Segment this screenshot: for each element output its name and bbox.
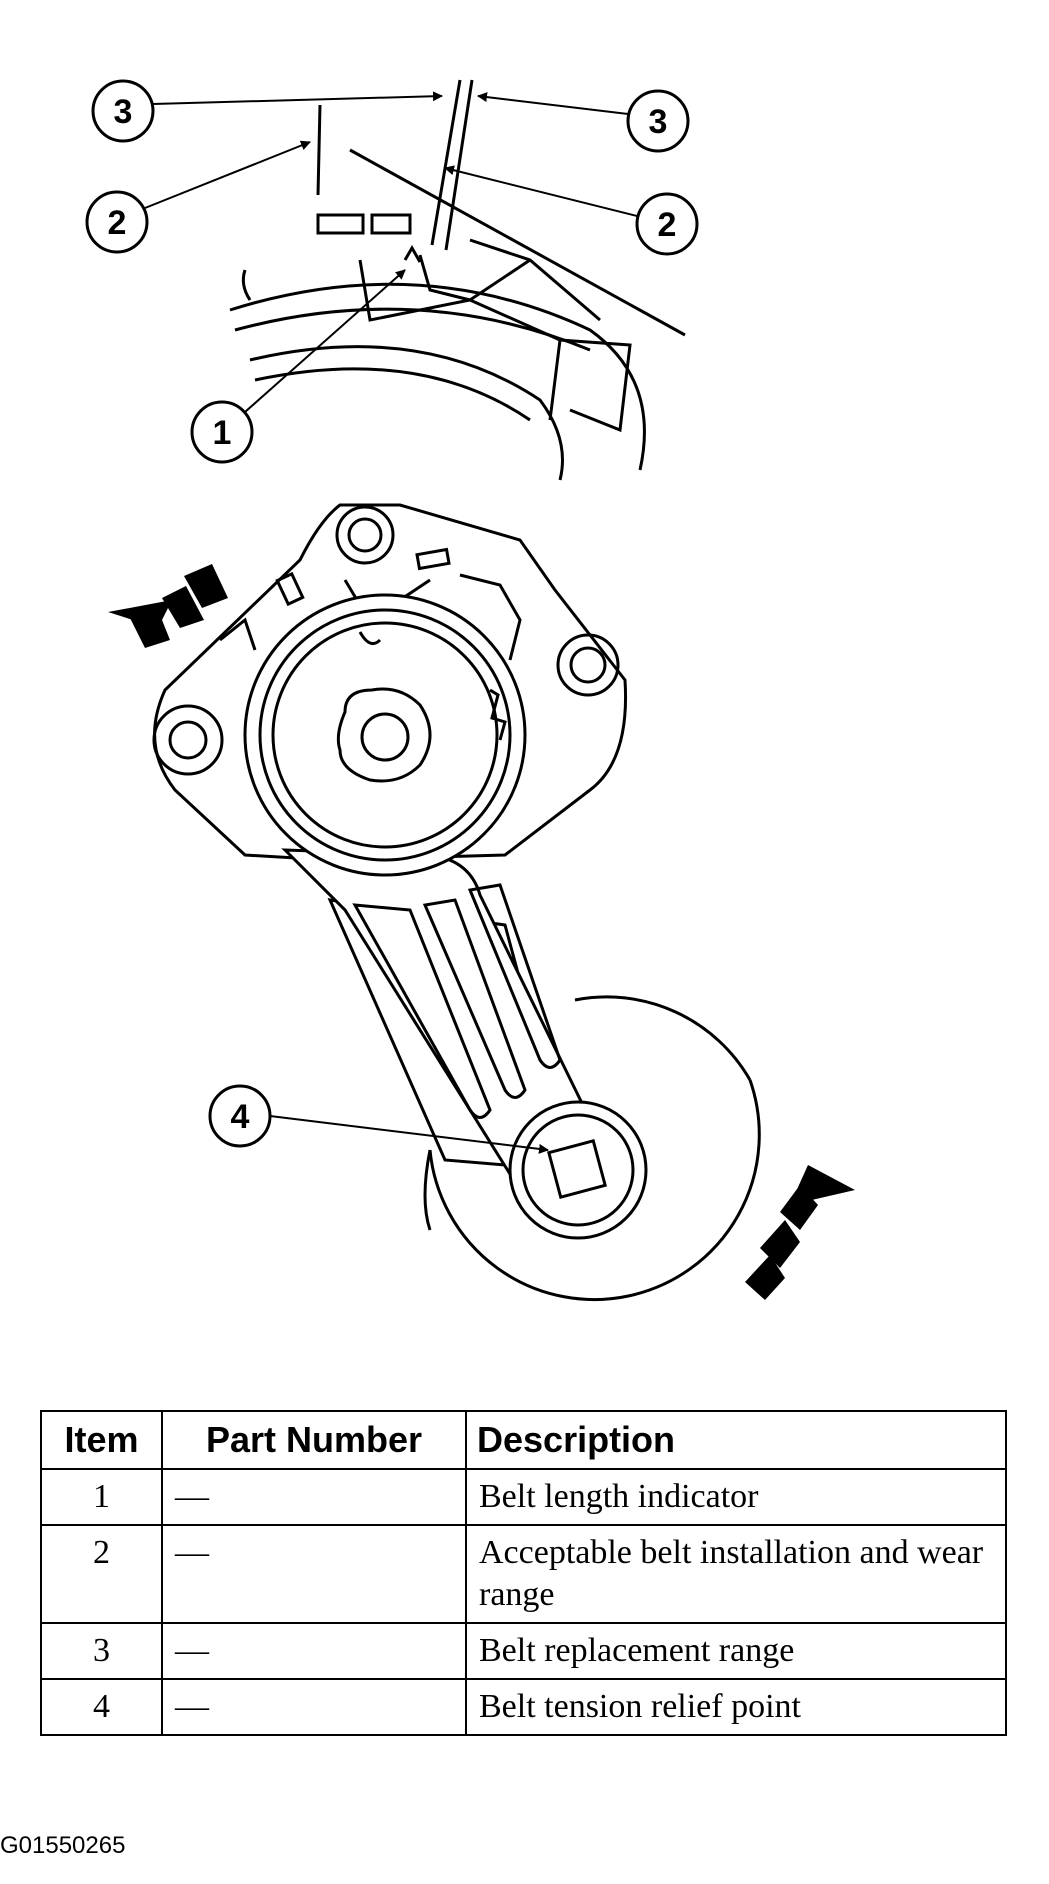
header-item: Item (40, 1410, 163, 1470)
callout-3-right: 3 (477, 89, 690, 153)
callout-3-left: 3 (91, 79, 443, 143)
table-row: 3 — Belt replacement range (40, 1622, 1007, 1680)
callout-1: 1 (190, 269, 406, 464)
row-part-number: — (161, 1524, 467, 1624)
tensioner-diagram: 3 3 2 2 1 (85, 79, 855, 1302)
svg-text:1: 1 (213, 414, 232, 452)
row-part-number: — (161, 1678, 467, 1736)
row-part-number: — (161, 1468, 467, 1526)
callout-4: 4 (208, 1084, 549, 1154)
row-item: 1 (40, 1468, 163, 1526)
row-item: 2 (40, 1524, 163, 1624)
table-row: 4 — Belt tension relief point (40, 1678, 1007, 1736)
legend-table: Item Part Number Description 1 — Belt le… (40, 1410, 1007, 1736)
row-description: Acceptable belt installation and wear ra… (465, 1524, 1007, 1624)
rotation-arrow-right (745, 1165, 855, 1300)
callout-2-left: 2 (85, 140, 311, 254)
row-item: 4 (40, 1678, 163, 1736)
svg-text:4: 4 (231, 1098, 250, 1136)
svg-text:2: 2 (658, 206, 677, 244)
figure-code: G01550265 (0, 1832, 126, 1859)
row-description: Belt replacement range (465, 1622, 1007, 1680)
header-part-number: Part Number (161, 1410, 467, 1470)
svg-text:3: 3 (114, 93, 133, 131)
tensioner-assembly (152, 503, 761, 1302)
table-row: 1 — Belt length indicator (40, 1468, 1007, 1526)
table-row: 2 — Acceptable belt installation and wea… (40, 1524, 1007, 1624)
indicator-detail (229, 79, 686, 481)
header-description: Description (465, 1410, 1007, 1470)
svg-text:2: 2 (108, 204, 127, 242)
rotation-arrow-left (108, 564, 228, 648)
svg-text:3: 3 (649, 103, 668, 141)
row-description: Belt tension relief point (465, 1678, 1007, 1736)
row-part-number: — (161, 1622, 467, 1680)
row-description: Belt length indicator (465, 1468, 1007, 1526)
row-item: 3 (40, 1622, 163, 1680)
legend-header-row: Item Part Number Description (40, 1410, 1007, 1470)
callout-2-right: 2 (444, 165, 699, 256)
